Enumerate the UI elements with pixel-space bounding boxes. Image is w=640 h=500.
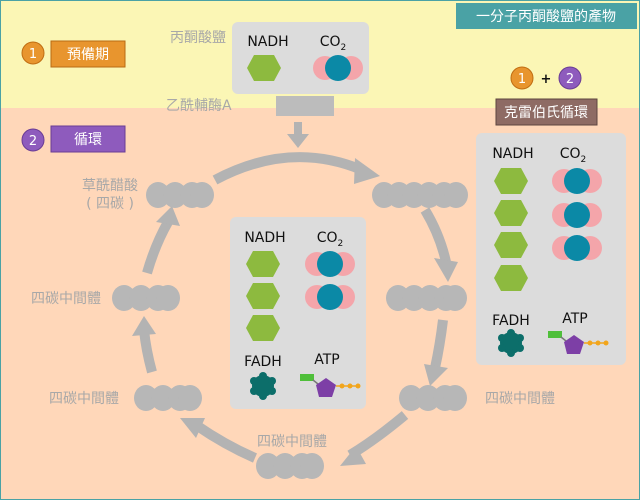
- c4-bottom-label: 四碳中間體: [257, 434, 327, 450]
- total-co2-label: CO2: [560, 146, 587, 165]
- cycle-arrow-left-upper: [142, 219, 173, 275]
- oxaloacetate-label: 草酰醋酸: [82, 178, 138, 194]
- krebs-cycle-tag: [495, 98, 598, 126]
- stage-1-badge: [21, 41, 45, 65]
- fadh-icon: [250, 372, 276, 400]
- stage-1-tag: [50, 40, 126, 68]
- total-nadh-label: NADH: [492, 146, 533, 162]
- center-co2-sub: 2: [338, 239, 344, 249]
- c6-chain-top-right: [372, 182, 468, 208]
- co2-icon: [305, 284, 355, 310]
- c4-chain-left: [112, 285, 180, 311]
- arrow-head-top: [354, 158, 380, 184]
- nadh-icon: [494, 168, 528, 194]
- cycle-arrow-right-lower: [430, 319, 448, 370]
- nadh-icon: [246, 251, 280, 277]
- stage-2-label: 循環: [74, 132, 102, 148]
- oxaloacetate-chain: [146, 182, 214, 208]
- stage-2-badge: [21, 128, 45, 152]
- total-legend: 1 + 2 克雷伯氏循環: [495, 66, 598, 126]
- total-fadh-label: FADH: [492, 313, 530, 329]
- pyruvate-products-panel: NADH CO2: [232, 22, 369, 94]
- carbon-chains: [112, 182, 468, 479]
- co2-icon: [305, 251, 355, 277]
- total-plus: +: [541, 72, 552, 87]
- center-nadh-icons: [246, 251, 280, 341]
- center-fadh-label: FADH: [244, 354, 282, 370]
- atp-icon: [300, 374, 361, 397]
- nadh-icon: [494, 265, 528, 291]
- stage-1-label: 預備期: [67, 47, 109, 63]
- nadh-icon: [494, 232, 528, 258]
- atp-icon: [548, 331, 609, 354]
- center-co2-text: CO: [317, 230, 338, 246]
- total-badge-1-number: 1: [518, 72, 526, 87]
- co2-icon: [552, 168, 602, 194]
- total-nadh-icons: [494, 168, 528, 291]
- top-co2-text: CO: [320, 34, 341, 50]
- total-badge-2: [558, 66, 582, 90]
- c4-lower-right-label: 四碳中間體: [485, 391, 555, 407]
- top-nadh-label: NADH: [247, 34, 288, 50]
- cycle-products-panel: NADH CO2 FADH ATP: [230, 217, 366, 409]
- arrow-head-right-upper: [434, 258, 458, 282]
- total-badge-1: [510, 66, 534, 90]
- c4-left-label: 四碳中間體: [31, 291, 101, 307]
- header-title: 一分子丙酮酸鹽的產物: [476, 8, 616, 25]
- total-co2-icons: [552, 168, 602, 261]
- total-atp-label: ATP: [562, 311, 587, 327]
- stage-1-number: 1: [29, 47, 37, 62]
- center-nadh-label: NADH: [244, 230, 285, 246]
- top-co2-sub: 2: [341, 43, 347, 53]
- arrow-head-lower-left: [180, 418, 205, 438]
- arrow-head-lower-right: [340, 446, 366, 466]
- stage-1-legend: 1 預備期: [21, 40, 126, 68]
- cycle-arrow-top: [212, 152, 364, 185]
- acetyl-coa-label: 乙酰輔酶A: [166, 98, 232, 114]
- c5-chain-right: [386, 285, 467, 311]
- total-badge-2-number: 2: [566, 72, 574, 87]
- center-co2-icons: [305, 251, 355, 310]
- pyruvate-label: 丙酮酸鹽: [170, 30, 226, 46]
- oxaloacetate-carbon-label: ( 四碳 ): [86, 196, 134, 212]
- c4-chain-lower-left: [134, 385, 202, 411]
- header-tag: [456, 3, 637, 29]
- total-co2-text: CO: [560, 146, 581, 162]
- nadh-icon: [246, 283, 280, 309]
- fadh-icon: [498, 329, 524, 357]
- cycle-arrow-heads: [132, 158, 458, 466]
- c4-chain-bottom: [256, 453, 324, 479]
- total-products-panel: NADH CO2 FADH ATP: [476, 133, 626, 365]
- cycle-arrow-lower-left: [193, 420, 257, 463]
- top-co2-icon: [313, 55, 363, 81]
- top-co2-label: CO2: [320, 34, 347, 53]
- c4-chain-lower-right: [399, 385, 467, 411]
- c4-lower-left-label: 四碳中間體: [49, 391, 119, 407]
- acetyl-coa-block: [276, 96, 334, 116]
- arrow-head-right-lower: [424, 364, 448, 386]
- nadh-icon: [494, 200, 528, 226]
- co2-icon: [552, 202, 602, 228]
- center-atp-label: ATP: [314, 352, 339, 368]
- total-co2-sub: 2: [581, 155, 587, 165]
- co2-icon: [552, 235, 602, 261]
- cycle-arrow-right-upper: [420, 207, 451, 264]
- nadh-icon: [246, 315, 280, 341]
- top-nadh-icon: [247, 55, 281, 81]
- entry-arrow-head: [287, 134, 309, 148]
- center-co2-label: CO2: [317, 230, 344, 249]
- stage-2-legend: 2 循環: [21, 125, 126, 153]
- arrow-head-left-lower: [132, 316, 156, 336]
- stage-2-tag: [50, 125, 126, 153]
- arrow-head-left-upper: [156, 206, 180, 226]
- krebs-cycle-label: 克雷伯氏循環: [504, 105, 588, 121]
- stage-2-number: 2: [29, 134, 37, 149]
